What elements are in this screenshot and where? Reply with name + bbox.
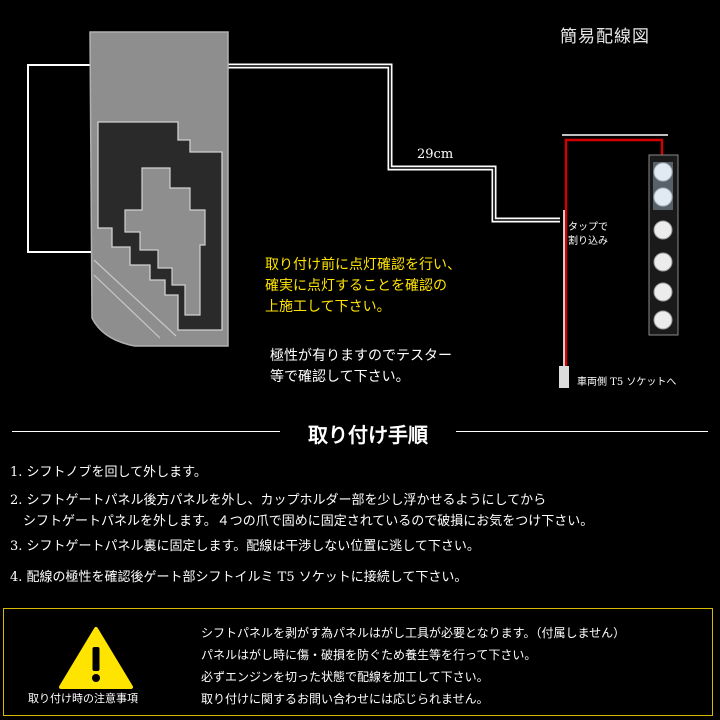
wire-to-tap <box>228 63 560 223</box>
wiring-diagram <box>27 31 679 388</box>
caution-box <box>3 608 713 716</box>
socket-label: 車両側 T5 ソケットへ <box>577 377 677 388</box>
procedure-title: 取り付け手順 <box>308 423 428 447</box>
t5-connector <box>559 366 569 388</box>
pre-install-note: 取り付け前に点灯確認を行い、 確実に点灯することを確認の 上施工して下さい。 <box>265 257 461 315</box>
step-1: 1. シフトノブを回して外します。 <box>10 465 207 480</box>
tap-label: タップで 割り込み <box>568 222 608 247</box>
diagram-title: 簡易配線図 <box>560 27 650 47</box>
step-2-continued: シフトゲートパネルを外します。４つの爪で固めに固定されているので破損にお気をつけ… <box>10 514 594 529</box>
led-strip <box>648 154 679 336</box>
wire-length-label: 29cm <box>417 147 454 162</box>
step-2: 2. シフトゲートパネル後方パネルを外し、カップホルダー部を少し浮かせるようにし… <box>10 493 547 508</box>
section-divider-right <box>456 431 708 432</box>
step-4: 4. 配線の極性を確認後ゲート部シフトイルミ T5 ソケットに接続して下さい。 <box>10 570 468 585</box>
wire-loop-left <box>27 64 95 253</box>
led-row <box>653 162 673 330</box>
caution-line-3: 必ずエンジンを切った状態で配線を加工して下さい。 <box>201 670 489 684</box>
section-divider-left <box>12 431 280 432</box>
caution-label: 取り付け時の注意事項 <box>28 692 138 705</box>
polarity-note: 極性が有りますのでテスター 等で確認して下さい。 <box>270 348 452 385</box>
wire-red <box>564 138 664 366</box>
caution-line-2: パネルはがし時に傷・破損を防ぐため養生等を行って下さい。 <box>201 648 537 662</box>
caution-line-4: 取り付けに関するお問い合わせには応じられません。 <box>201 692 489 706</box>
warning-triangle-icon <box>59 627 133 689</box>
step-3: 3. シフトゲートパネル裏に固定します。配線は干渉しない位置に逃して下さい。 <box>10 539 480 554</box>
caution-line-1: シフトパネルを剥がす為パネルはがし工具が必要となります。（付属しません） <box>201 626 626 640</box>
